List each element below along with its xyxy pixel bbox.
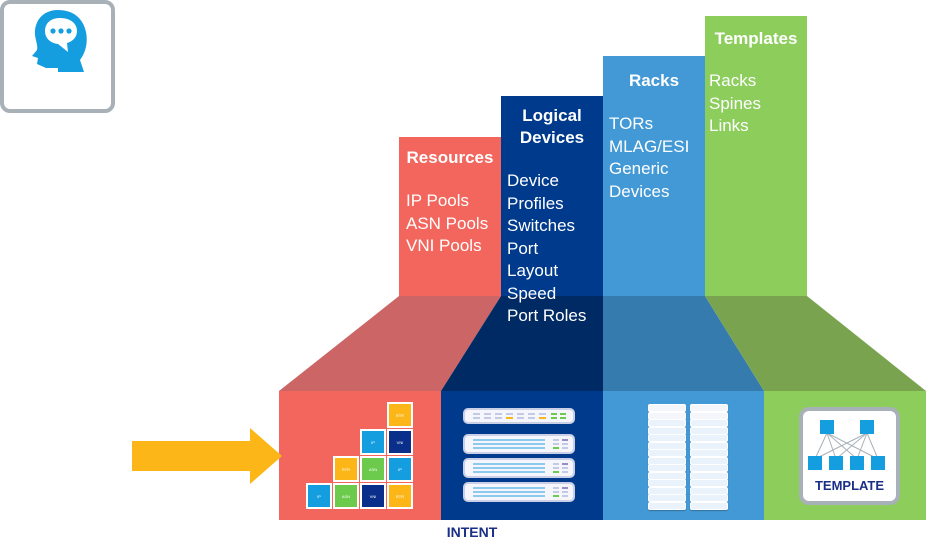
- title-line: Devices: [519, 128, 585, 147]
- rack-server-unit: [648, 434, 686, 442]
- rack-server-unit: [648, 479, 686, 487]
- intent-label: INTENT: [446, 524, 498, 540]
- rack-switch-unit: [690, 404, 728, 412]
- list-item: TORs: [609, 114, 654, 133]
- racks-connector: [603, 296, 764, 391]
- resource-tile: ASN: [333, 483, 359, 509]
- rack-server-unit: [648, 419, 686, 427]
- resources-connector: [279, 296, 501, 391]
- racks-column: Racks TORs MLAG/ESI Generic Devices: [603, 56, 705, 296]
- intent-box: INTENT: [0, 0, 497, 540]
- resource-tile: IP: [360, 429, 386, 455]
- rack-server-unit: [690, 419, 728, 427]
- server-unit: [463, 458, 575, 478]
- resource-tile: RTR: [333, 456, 359, 482]
- rack-server-unit: [690, 501, 728, 510]
- rack-server-unit: [690, 434, 728, 442]
- resource-tile: RTR: [387, 483, 413, 509]
- topology-diagram-icon: [808, 420, 885, 470]
- arrow-right-icon: [132, 428, 282, 484]
- resource-tile: ASN: [360, 456, 386, 482]
- topology-template-icon: TEMPLATE: [799, 407, 900, 505]
- rack-switch-unit: [648, 404, 686, 412]
- rack-server-unit: [648, 494, 686, 502]
- rack-server-unit: [648, 464, 686, 472]
- templates-title: Templates: [714, 29, 798, 48]
- rack-server-unit: [690, 464, 728, 472]
- racks-items: TORs MLAG/ESI Generic Devices: [609, 113, 689, 203]
- list-item: Links: [709, 116, 749, 135]
- resource-tile: VNI: [387, 429, 413, 455]
- list-item: Switches: [507, 216, 576, 235]
- templates-connector: [705, 296, 926, 391]
- resources-column: Resources IP Pools ASN Pools VNI Pools: [399, 137, 501, 296]
- server-unit: [463, 434, 575, 454]
- list-item: Profiles: [507, 193, 564, 213]
- list-item: Racks: [709, 71, 757, 90]
- list-item: Devices: [609, 181, 670, 201]
- list-item: Device: [507, 171, 559, 190]
- logical-devices-title: Logical Devices: [501, 105, 603, 149]
- list-item: VNI Pools: [406, 236, 482, 255]
- rack-server-unit: [690, 494, 728, 502]
- resources-title: Resources: [406, 148, 494, 167]
- rack-server-unit: [690, 449, 728, 457]
- rack-server-unit: [690, 479, 728, 487]
- list-item: Port: [507, 238, 539, 258]
- resource-tile: VNI: [360, 483, 386, 509]
- resources-items: IP Pools ASN Pools VNI Pools: [406, 190, 488, 258]
- list-item: Port Roles: [507, 306, 587, 325]
- racks-title: Racks: [628, 71, 680, 90]
- template-label: TEMPLATE: [814, 478, 885, 493]
- list-item: Speed: [507, 283, 557, 303]
- list-item: MLAG/ESI: [609, 136, 690, 156]
- logical-devices-items: Device Profiles Switches Port Layout Spe…: [507, 170, 586, 328]
- rack-server-unit: [648, 501, 686, 510]
- list-item: Generic: [609, 159, 669, 178]
- resource-tile: IP: [306, 483, 332, 509]
- resource-tile: IP: [387, 456, 413, 482]
- templates-items: Racks Spines Links: [709, 70, 761, 138]
- rack-server-unit: [648, 449, 686, 457]
- list-item: ASN Pools: [406, 213, 489, 233]
- switch-unit: [463, 408, 575, 424]
- templates-column: Templates Racks Spines Links: [705, 16, 807, 296]
- logical-devices-column: Logical Devices: [501, 96, 603, 296]
- logical-devices-connector: [441, 296, 603, 391]
- list-item: Spines: [709, 93, 761, 113]
- list-item: Layout: [507, 261, 559, 280]
- title-line: Logical: [522, 106, 582, 125]
- head-speech-bubble-icon: [32, 10, 87, 72]
- resource-tile: RTR: [387, 402, 413, 428]
- list-item: IP Pools: [406, 191, 470, 210]
- server-unit: [463, 482, 575, 502]
